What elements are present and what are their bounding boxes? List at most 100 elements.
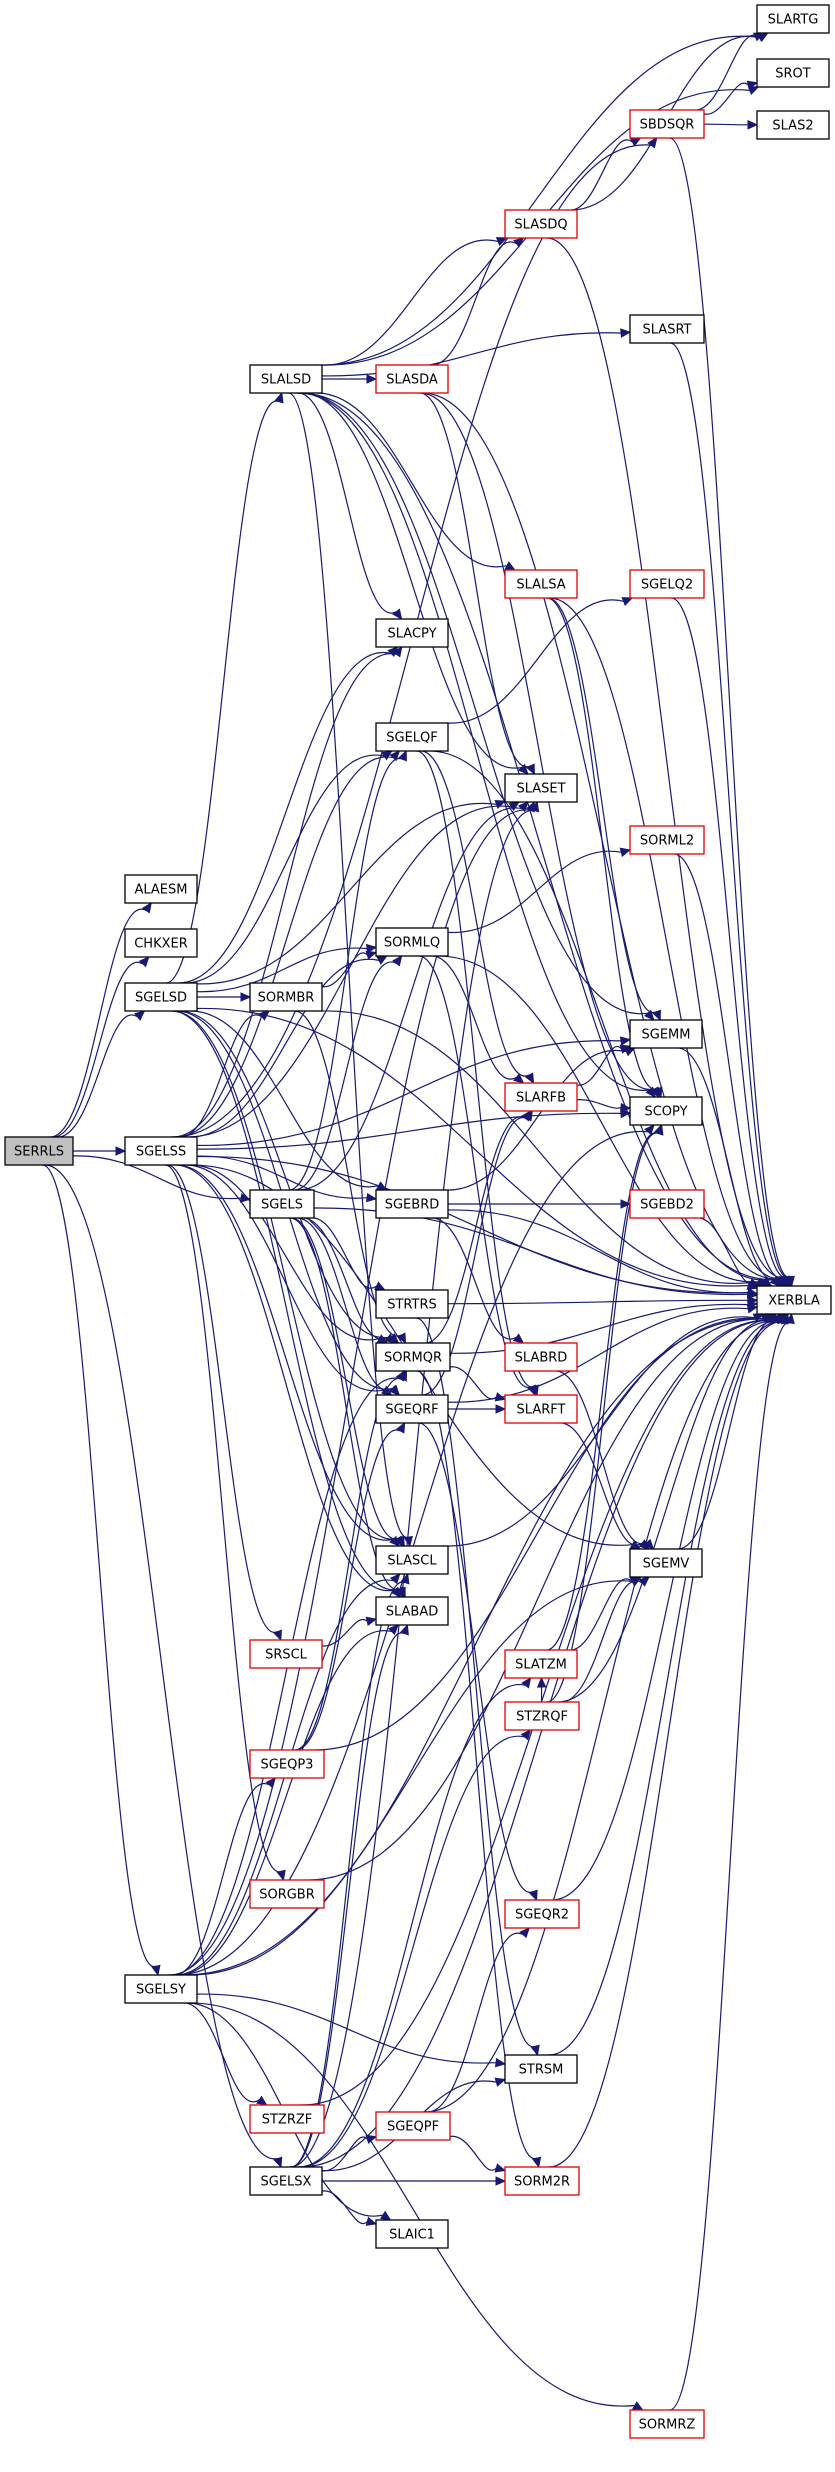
node-sgemm[interactable]: SGEMM bbox=[629, 1019, 703, 1049]
arrowhead-sgelsy-to-stzrzf bbox=[256, 2095, 268, 2106]
node-sormlq[interactable]: SORMLQ bbox=[375, 927, 449, 957]
node-sgeqp3[interactable]: SGEQP3 bbox=[249, 1749, 325, 1779]
node-strtrs[interactable]: STRTRS bbox=[375, 1289, 449, 1319]
node-slalsa[interactable]: SLALSA bbox=[504, 569, 578, 599]
node-slaset[interactable]: SLASET bbox=[504, 773, 578, 803]
edge-sormlq-to-sorml2 bbox=[447, 850, 622, 934]
node-label-xerbla: XERBLA bbox=[768, 1294, 820, 1309]
arrowhead-sgelsx-to-slaic1 bbox=[365, 2216, 378, 2226]
node-slascl[interactable]: SLASCL bbox=[375, 1545, 449, 1575]
node-sgelsy[interactable]: SGELSY bbox=[124, 1974, 198, 2004]
edge-sgebrd-to-sgemm bbox=[443, 1049, 627, 1191]
edge-sormqr-to-sorm2r bbox=[416, 1370, 537, 2159]
edge-sgelsx-to-slascl bbox=[290, 1581, 406, 2168]
node-slatzm[interactable]: SLATZM bbox=[504, 1649, 578, 1679]
node-box-slabrd bbox=[504, 1342, 578, 1372]
node-box-strsm bbox=[504, 2054, 578, 2084]
arrowhead-sormbr-to-sormlq bbox=[365, 950, 378, 960]
node-scopy[interactable]: SCOPY bbox=[629, 1096, 703, 1126]
edge-slatzm-to-sgemv bbox=[566, 1578, 633, 1651]
node-sbdsqr[interactable]: SBDSQR bbox=[629, 109, 705, 139]
node-sgelqf[interactable]: SGELQF bbox=[375, 722, 449, 752]
edge-sgels-to-sormqr bbox=[299, 1217, 389, 1340]
node-label-srscl: SRSCL bbox=[265, 1648, 308, 1663]
node-sgemv[interactable]: SGEMV bbox=[629, 1548, 703, 1578]
arrowhead-sgeqrf-to-sgeqr2 bbox=[528, 1889, 538, 1902]
node-sgelq2[interactable]: SGELQ2 bbox=[629, 569, 705, 599]
edge-serrls-to-sgelsy bbox=[42, 1164, 157, 1967]
edge-sgeqpf-to-sgeqr2 bbox=[425, 1932, 524, 2113]
edge-sgelss-to-sgelqf bbox=[173, 756, 394, 1138]
arrowhead-sgelsx-to-slascl bbox=[400, 1572, 410, 1585]
arrowhead-sgeqrf-to-slarft bbox=[495, 1404, 507, 1414]
node-sgeqr2[interactable]: SGEQR2 bbox=[504, 1899, 580, 1929]
node-sorm2r[interactable]: SORM2R bbox=[504, 2166, 580, 2196]
edge-sgelsd-to-slabad bbox=[169, 1010, 399, 1590]
node-box-xerbla bbox=[756, 1285, 832, 1315]
node-slacpy[interactable]: SLACPY bbox=[375, 618, 449, 648]
node-box-sgelsy bbox=[124, 1974, 198, 2004]
node-slasda[interactable]: SLASDA bbox=[375, 364, 449, 394]
node-sorml2[interactable]: SORML2 bbox=[629, 825, 705, 855]
node-label-slaset: SLASET bbox=[516, 782, 565, 797]
node-srot[interactable]: SROT bbox=[756, 58, 830, 88]
edge-sgemm-to-xerbla bbox=[676, 1047, 779, 1281]
node-slalsd[interactable]: SLALSD bbox=[249, 364, 323, 394]
node-sgelsx[interactable]: SGELSX bbox=[249, 2166, 323, 2196]
node-sgebd2[interactable]: SGEBD2 bbox=[629, 1189, 705, 1219]
edge-slalsa-to-sgemm bbox=[546, 597, 657, 1013]
node-srscl[interactable]: SRSCL bbox=[249, 1639, 323, 1669]
node-sormrz[interactable]: SORMRZ bbox=[629, 2409, 705, 2439]
node-sorgbr[interactable]: SORGBR bbox=[249, 1879, 325, 1909]
edge-sbdsqr-to-xerbla bbox=[669, 137, 791, 1278]
node-strsm[interactable]: STRSM bbox=[504, 2054, 578, 2084]
node-box-sorm2r bbox=[504, 2166, 580, 2196]
edge-sgels-to-sormlq bbox=[292, 961, 397, 1191]
edge-sgelsd-to-sormqr bbox=[175, 1010, 392, 1339]
node-slartg[interactable]: SLARTG bbox=[756, 4, 830, 34]
node-label-slasdq: SLASDQ bbox=[514, 218, 567, 233]
arrowhead-serrls-to-sgelss bbox=[115, 1146, 127, 1156]
node-slabad[interactable]: SLABAD bbox=[375, 1596, 449, 1626]
node-slaic1[interactable]: SLAIC1 bbox=[375, 2219, 449, 2249]
node-sgebrd[interactable]: SGEBRD bbox=[375, 1189, 449, 1219]
node-label-srot: SROT bbox=[775, 67, 811, 82]
node-slarfb[interactable]: SLARFB bbox=[504, 1082, 578, 1112]
edge-slasdq-to-xerbla bbox=[545, 237, 787, 1279]
node-label-scopy: SCOPY bbox=[644, 1105, 687, 1120]
node-stzrqf[interactable]: STZRQF bbox=[504, 1701, 580, 1731]
edge-sgelss-to-sormqr bbox=[186, 1164, 380, 1341]
node-sormqr[interactable]: SORMQR bbox=[375, 1342, 451, 1372]
node-sgelsd[interactable]: SGELSD bbox=[124, 982, 198, 1012]
node-serrls[interactable]: SERRLS bbox=[4, 1136, 74, 1166]
node-slas2[interactable]: SLAS2 bbox=[756, 110, 830, 140]
node-alaesm[interactable]: ALAESM bbox=[124, 874, 198, 904]
node-slabrd[interactable]: SLABRD bbox=[504, 1342, 578, 1372]
node-label-slacpy: SLACPY bbox=[387, 627, 436, 642]
node-box-slalsd bbox=[249, 364, 323, 394]
node-stzrzf[interactable]: STZRZF bbox=[249, 2104, 325, 2134]
node-sgelss[interactable]: SGELSS bbox=[124, 1136, 198, 1166]
node-label-slarft: SLARFT bbox=[517, 1403, 566, 1418]
node-slasrt[interactable]: SLASRT bbox=[629, 314, 705, 344]
edge-sgelsd-to-slaset bbox=[196, 802, 497, 985]
node-label-slalsd: SLALSD bbox=[261, 373, 311, 388]
edge-sormlq-to-slarfb bbox=[429, 955, 517, 1080]
edge-sgelss-to-sorgbr bbox=[164, 1164, 282, 1872]
node-chkxer[interactable]: CHKXER bbox=[124, 928, 198, 958]
node-sormbr[interactable]: SORMBR bbox=[249, 982, 323, 1012]
node-sgeqrf[interactable]: SGEQRF bbox=[375, 1394, 449, 1424]
node-xerbla[interactable]: XERBLA bbox=[756, 1285, 832, 1315]
node-slasdq[interactable]: SLASDQ bbox=[504, 209, 578, 239]
edge-serrls-to-sgels bbox=[72, 1155, 242, 1200]
node-sgels[interactable]: SGELS bbox=[249, 1189, 315, 1219]
node-box-sgelqf bbox=[375, 722, 449, 752]
node-sgeqpf[interactable]: SGEQPF bbox=[375, 2111, 451, 2141]
edge-sgelss-to-slabad bbox=[172, 1164, 395, 1591]
arrowhead-slasda-to-slasdq bbox=[513, 237, 525, 248]
edge-sgelss-to-sormbr bbox=[177, 1014, 263, 1138]
node-slarft[interactable]: SLARFT bbox=[504, 1394, 578, 1424]
arrowhead-serrls-to-sgelsd bbox=[134, 1010, 146, 1021]
node-label-slaic1: SLAIC1 bbox=[389, 2228, 435, 2243]
node-box-sgeqr2 bbox=[504, 1899, 580, 1929]
